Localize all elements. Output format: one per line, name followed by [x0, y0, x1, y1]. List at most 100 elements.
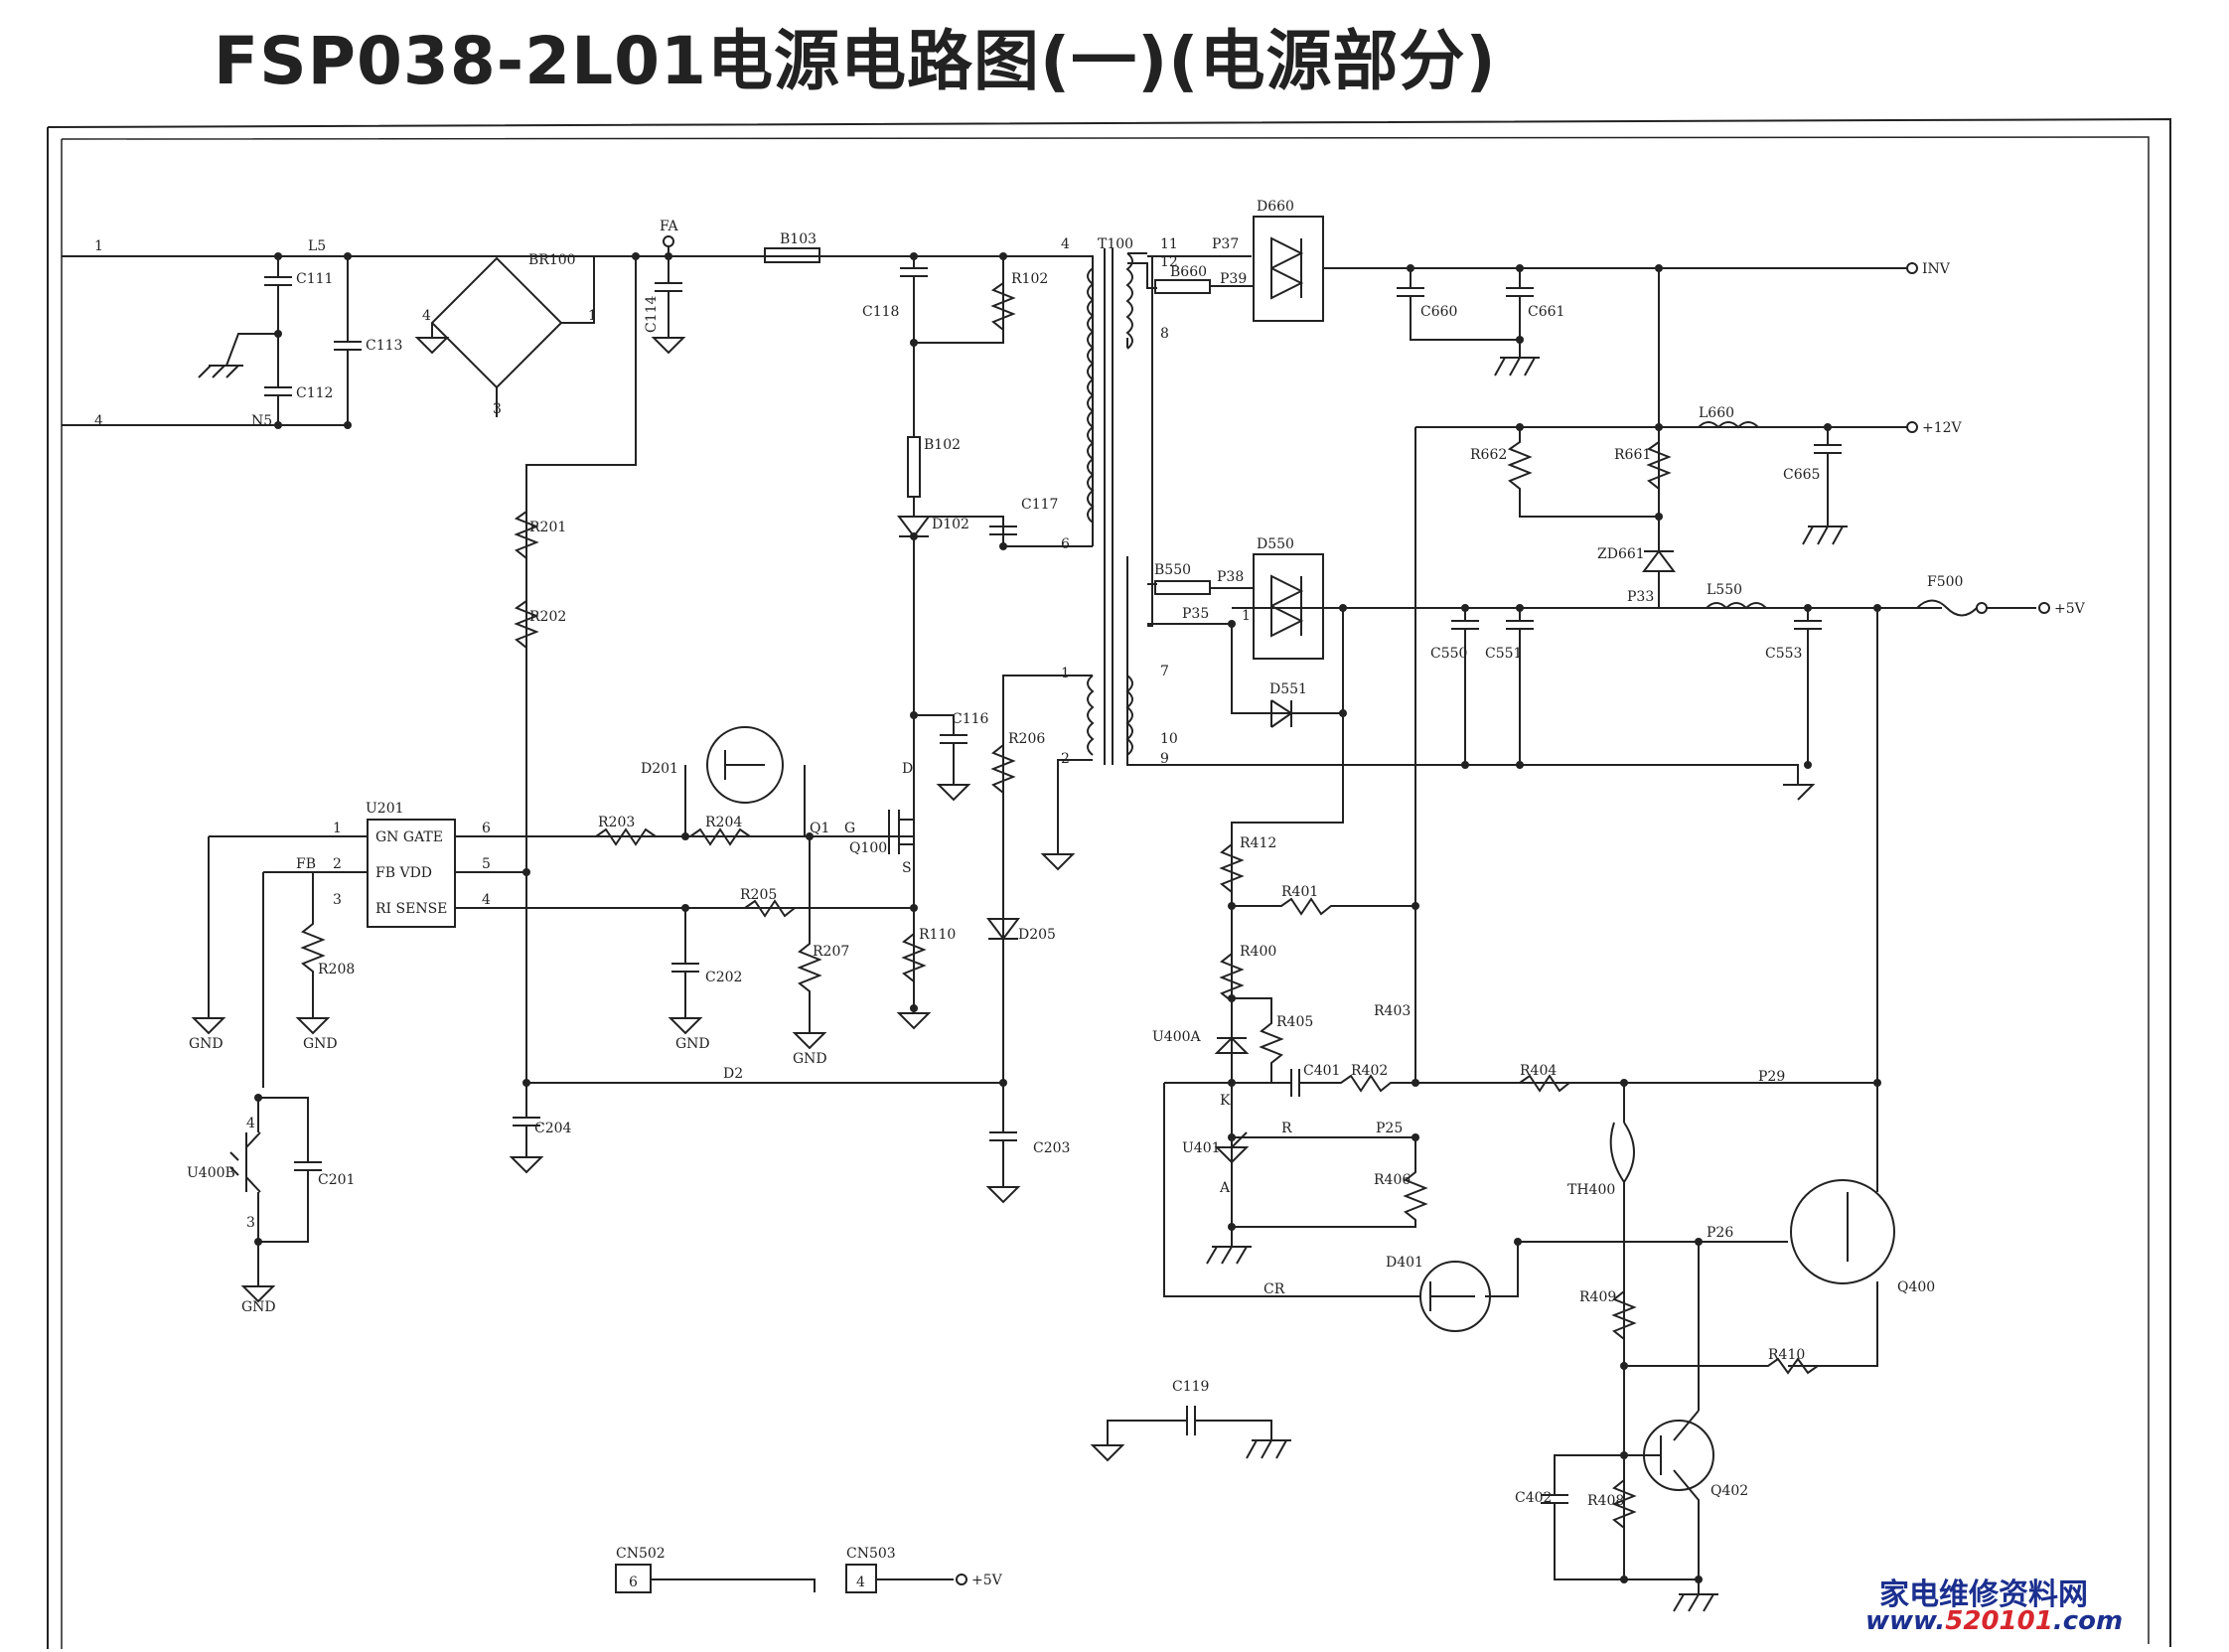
label-mosfet-s: S — [902, 860, 912, 876]
label-mosfet-d: D — [902, 761, 913, 777]
label-r205: R205 — [740, 887, 777, 903]
watermark-url: www.520101.com — [1865, 1606, 2123, 1636]
label-t100-pin12: 12 — [1160, 254, 1178, 270]
label-u201-pin1: 1 — [333, 821, 342, 836]
label-d102: D102 — [932, 517, 969, 532]
label-r208: R208 — [318, 962, 355, 977]
label-q100: Q100 — [849, 840, 887, 856]
schematic-labels: 1 4 L5 N5 C111 C112 C113 BR100 4 1 3 FA … — [94, 199, 2086, 1590]
label-cn503-pin: 4 — [856, 1575, 865, 1590]
label-r403: R403 — [1374, 1003, 1411, 1019]
label-r402: R402 — [1351, 1063, 1388, 1079]
label-r408: R408 — [1587, 1493, 1624, 1509]
label-zd661: ZD661 — [1597, 546, 1645, 562]
label-c203: C203 — [1033, 1140, 1070, 1156]
label-u400a: U400A — [1152, 1029, 1202, 1045]
label-p39: P39 — [1220, 271, 1247, 287]
label-c550: C550 — [1430, 646, 1467, 662]
label-u201-rsense: RI SENSE — [375, 901, 447, 917]
secondary-rails — [1147, 216, 2050, 1083]
label-gnd-3: GND — [675, 1036, 710, 1052]
label-p37: P37 — [1212, 236, 1239, 252]
label-d660: D660 — [1257, 199, 1294, 215]
label-u201-pin3: 3 — [333, 892, 342, 908]
label-u201-pin6: 6 — [482, 821, 491, 836]
label-c113: C113 — [366, 338, 402, 354]
label-b660: B660 — [1170, 264, 1207, 280]
label-u401-k: K — [1220, 1093, 1231, 1109]
label-gate-g: G — [844, 821, 855, 836]
label-r401: R401 — [1281, 884, 1318, 900]
label-r201: R201 — [529, 520, 566, 535]
label-cn502-pin: 6 — [629, 1575, 638, 1590]
label-u201-pin4: 4 — [482, 892, 491, 908]
label-t100-pin2: 2 — [1061, 751, 1070, 767]
watermark-cn: 家电维修资料网 — [1879, 1577, 2088, 1612]
label-c201: C201 — [318, 1172, 355, 1188]
label-r206: R206 — [1008, 731, 1045, 747]
label-r406: R406 — [1374, 1172, 1411, 1188]
label-d205: D205 — [1018, 927, 1056, 943]
label-5v-cn: +5V — [971, 1573, 1003, 1588]
label-u401-a: A — [1219, 1180, 1231, 1196]
label-fa: FA — [660, 219, 678, 234]
label-p38: P38 — [1217, 569, 1244, 585]
label-r207: R207 — [813, 944, 849, 960]
label-c204: C204 — [534, 1121, 572, 1136]
label-c114: C114 — [644, 295, 660, 333]
label-r404: R404 — [1520, 1063, 1557, 1079]
label-c112: C112 — [296, 385, 333, 401]
label-12v: +12V — [1922, 420, 1963, 436]
label-l660: L660 — [1699, 405, 1734, 421]
watermark-url-number: 520101 — [1945, 1606, 2053, 1636]
feedback-section — [615, 823, 1895, 1612]
label-b550: B550 — [1154, 562, 1191, 578]
label-n5: N5 — [251, 413, 272, 429]
label-br100: BR100 — [528, 252, 576, 268]
label-c661: C661 — [1528, 304, 1564, 320]
label-t100-pin1: 1 — [1061, 666, 1070, 681]
label-p33: P33 — [1627, 589, 1654, 605]
label-br-pin4: 4 — [422, 308, 431, 324]
label-u201: U201 — [366, 801, 404, 817]
label-r-net: R — [1281, 1121, 1292, 1136]
label-b103: B103 — [780, 231, 817, 247]
label-r662: R662 — [1470, 447, 1507, 463]
ac-input-section — [62, 235, 1063, 1083]
label-gnd-5: GND — [241, 1299, 276, 1315]
label-l550: L550 — [1707, 582, 1742, 598]
label-u400b: U400B — [187, 1165, 235, 1181]
label-cr: CR — [1263, 1281, 1285, 1297]
label-gnd-2: GND — [303, 1036, 338, 1052]
label-d2: D2 — [723, 1066, 743, 1082]
label-u401: U401 — [1182, 1140, 1221, 1156]
label-gnd-1: GND — [189, 1036, 223, 1052]
label-d551: D551 — [1269, 681, 1307, 697]
label-c401: C401 — [1303, 1063, 1340, 1079]
label-p29: P29 — [1758, 1069, 1785, 1085]
label-c117: C117 — [1021, 497, 1058, 513]
label-d550: D550 — [1257, 536, 1294, 552]
label-c665: C665 — [1783, 467, 1820, 483]
label-br-pin1: 1 — [588, 308, 597, 324]
label-r410: R410 — [1768, 1347, 1805, 1363]
label-f500: F500 — [1927, 574, 1963, 590]
label-b102: B102 — [924, 437, 961, 453]
label-5v: +5V — [2054, 601, 2086, 617]
label-r203: R203 — [598, 815, 635, 830]
label-cn503: CN503 — [846, 1546, 896, 1562]
drawing-frame — [47, 117, 2171, 1649]
label-t100-pin8: 8 — [1160, 326, 1169, 342]
label-r412: R412 — [1240, 835, 1276, 851]
page-title: FSP038-2L01电源电路图(一)(电源部分) — [214, 23, 1497, 99]
label-q400: Q400 — [1897, 1279, 1935, 1295]
label-t100-pin11: 11 — [1160, 236, 1178, 252]
label-p35: P35 — [1182, 606, 1209, 622]
label-r661: R661 — [1614, 447, 1651, 463]
label-d550-pin1: 1 — [1242, 608, 1251, 624]
label-inv: INV — [1922, 261, 1951, 277]
label-r202: R202 — [529, 609, 566, 625]
label-r204: R204 — [705, 815, 742, 830]
label-th400: TH400 — [1567, 1182, 1615, 1198]
